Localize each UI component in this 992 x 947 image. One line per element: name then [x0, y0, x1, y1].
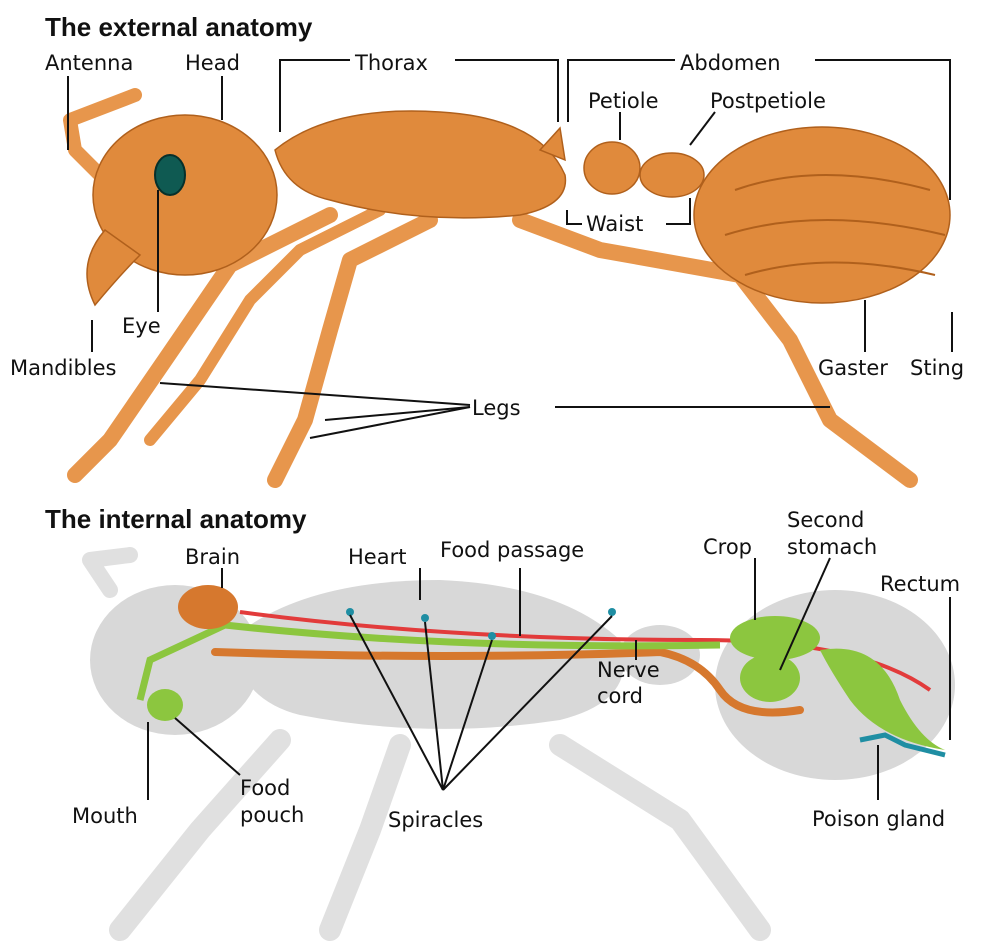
postpetiole-shape: [640, 153, 704, 197]
external-anatomy-title: The external anatomy: [45, 12, 313, 42]
label-rectum: Rectum: [880, 572, 960, 596]
eye-shape: [155, 155, 185, 195]
label-crop: Crop: [703, 535, 752, 559]
label-legs: Legs: [472, 396, 521, 420]
label-mouth: Mouth: [72, 804, 138, 828]
thorax-shape: [275, 111, 565, 218]
label-gaster: Gaster: [818, 356, 888, 380]
label-waist: Waist: [586, 212, 643, 236]
second-stomach-shape: [740, 654, 800, 702]
label-thorax: Thorax: [354, 51, 428, 75]
label-food-pouch-1: Food: [240, 776, 290, 800]
label-antenna: Antenna: [45, 51, 133, 75]
spiracle-dot: [346, 608, 354, 616]
label-brain: Brain: [185, 545, 240, 569]
label-spiracles: Spiracles: [388, 808, 483, 832]
spiracle-dot: [488, 632, 496, 640]
label-food-passage: Food passage: [440, 538, 584, 562]
internal-anatomy-title: The internal anatomy: [45, 504, 307, 534]
label-food-pouch-2: pouch: [240, 803, 304, 827]
label-postpetiole: Postpetiole: [710, 89, 826, 113]
gaster-shape: [694, 127, 950, 303]
spiracle-dot: [608, 608, 616, 616]
label-nerve-cord-2: cord: [597, 684, 643, 708]
label-heart: Heart: [348, 545, 406, 569]
external-ant-illustration: [70, 95, 950, 480]
label-eye: Eye: [122, 314, 161, 338]
crop-shape: [730, 616, 820, 660]
label-second-stomach-1: Second: [787, 508, 864, 532]
label-head: Head: [185, 51, 240, 75]
petiole-shape: [584, 142, 640, 194]
label-poison-gland: Poison gland: [812, 807, 945, 831]
label-sting: Sting: [910, 356, 964, 380]
label-petiole: Petiole: [588, 89, 659, 113]
label-abdomen: Abdomen: [680, 51, 781, 75]
food-pouch-shape: [147, 689, 183, 721]
brain-shape: [178, 585, 238, 629]
spiracle-dot: [421, 614, 429, 622]
label-second-stomach-2: stomach: [787, 535, 877, 559]
label-nerve-cord-1: Nerve: [597, 658, 660, 682]
label-mandibles: Mandibles: [10, 356, 117, 380]
